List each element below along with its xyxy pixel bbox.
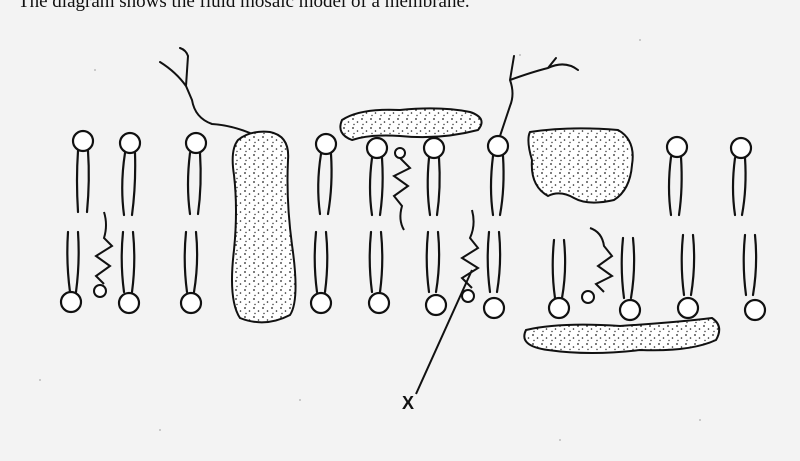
paper-speckle <box>39 39 701 441</box>
phospholipid <box>547 238 571 320</box>
transmembrane-protein <box>231 130 297 324</box>
phospholipid <box>365 136 391 315</box>
phospholipid <box>309 132 338 315</box>
cholesterol <box>93 211 114 298</box>
glycoprotein-chain <box>159 47 251 134</box>
label-x-pointer <box>415 269 473 395</box>
integral-protein-upper <box>527 127 634 204</box>
cholesterol <box>460 209 480 303</box>
peripheral-protein-bottom <box>523 316 721 354</box>
glycolipid-chain <box>499 55 579 137</box>
phospholipid <box>482 134 510 320</box>
membrane-proteins <box>231 107 721 354</box>
carbohydrate-chains <box>159 47 579 137</box>
phospholipid <box>179 131 208 315</box>
phospholipid <box>59 129 95 314</box>
peripheral-protein-top <box>339 107 483 142</box>
phospholipid <box>117 131 142 315</box>
cholesterol <box>392 147 412 231</box>
label-x: X <box>402 393 414 413</box>
phospholipid <box>422 136 448 317</box>
phospholipid <box>729 136 767 322</box>
phospholipid <box>618 236 642 322</box>
phospholipid <box>665 135 700 320</box>
cholesterol <box>581 227 614 304</box>
phospholipid-bilayer <box>59 129 767 322</box>
cholesterol-molecules <box>93 147 614 304</box>
label-x-group: X <box>402 269 473 413</box>
diagram-caption: The diagram shows the fluid mosaic model… <box>18 0 470 12</box>
